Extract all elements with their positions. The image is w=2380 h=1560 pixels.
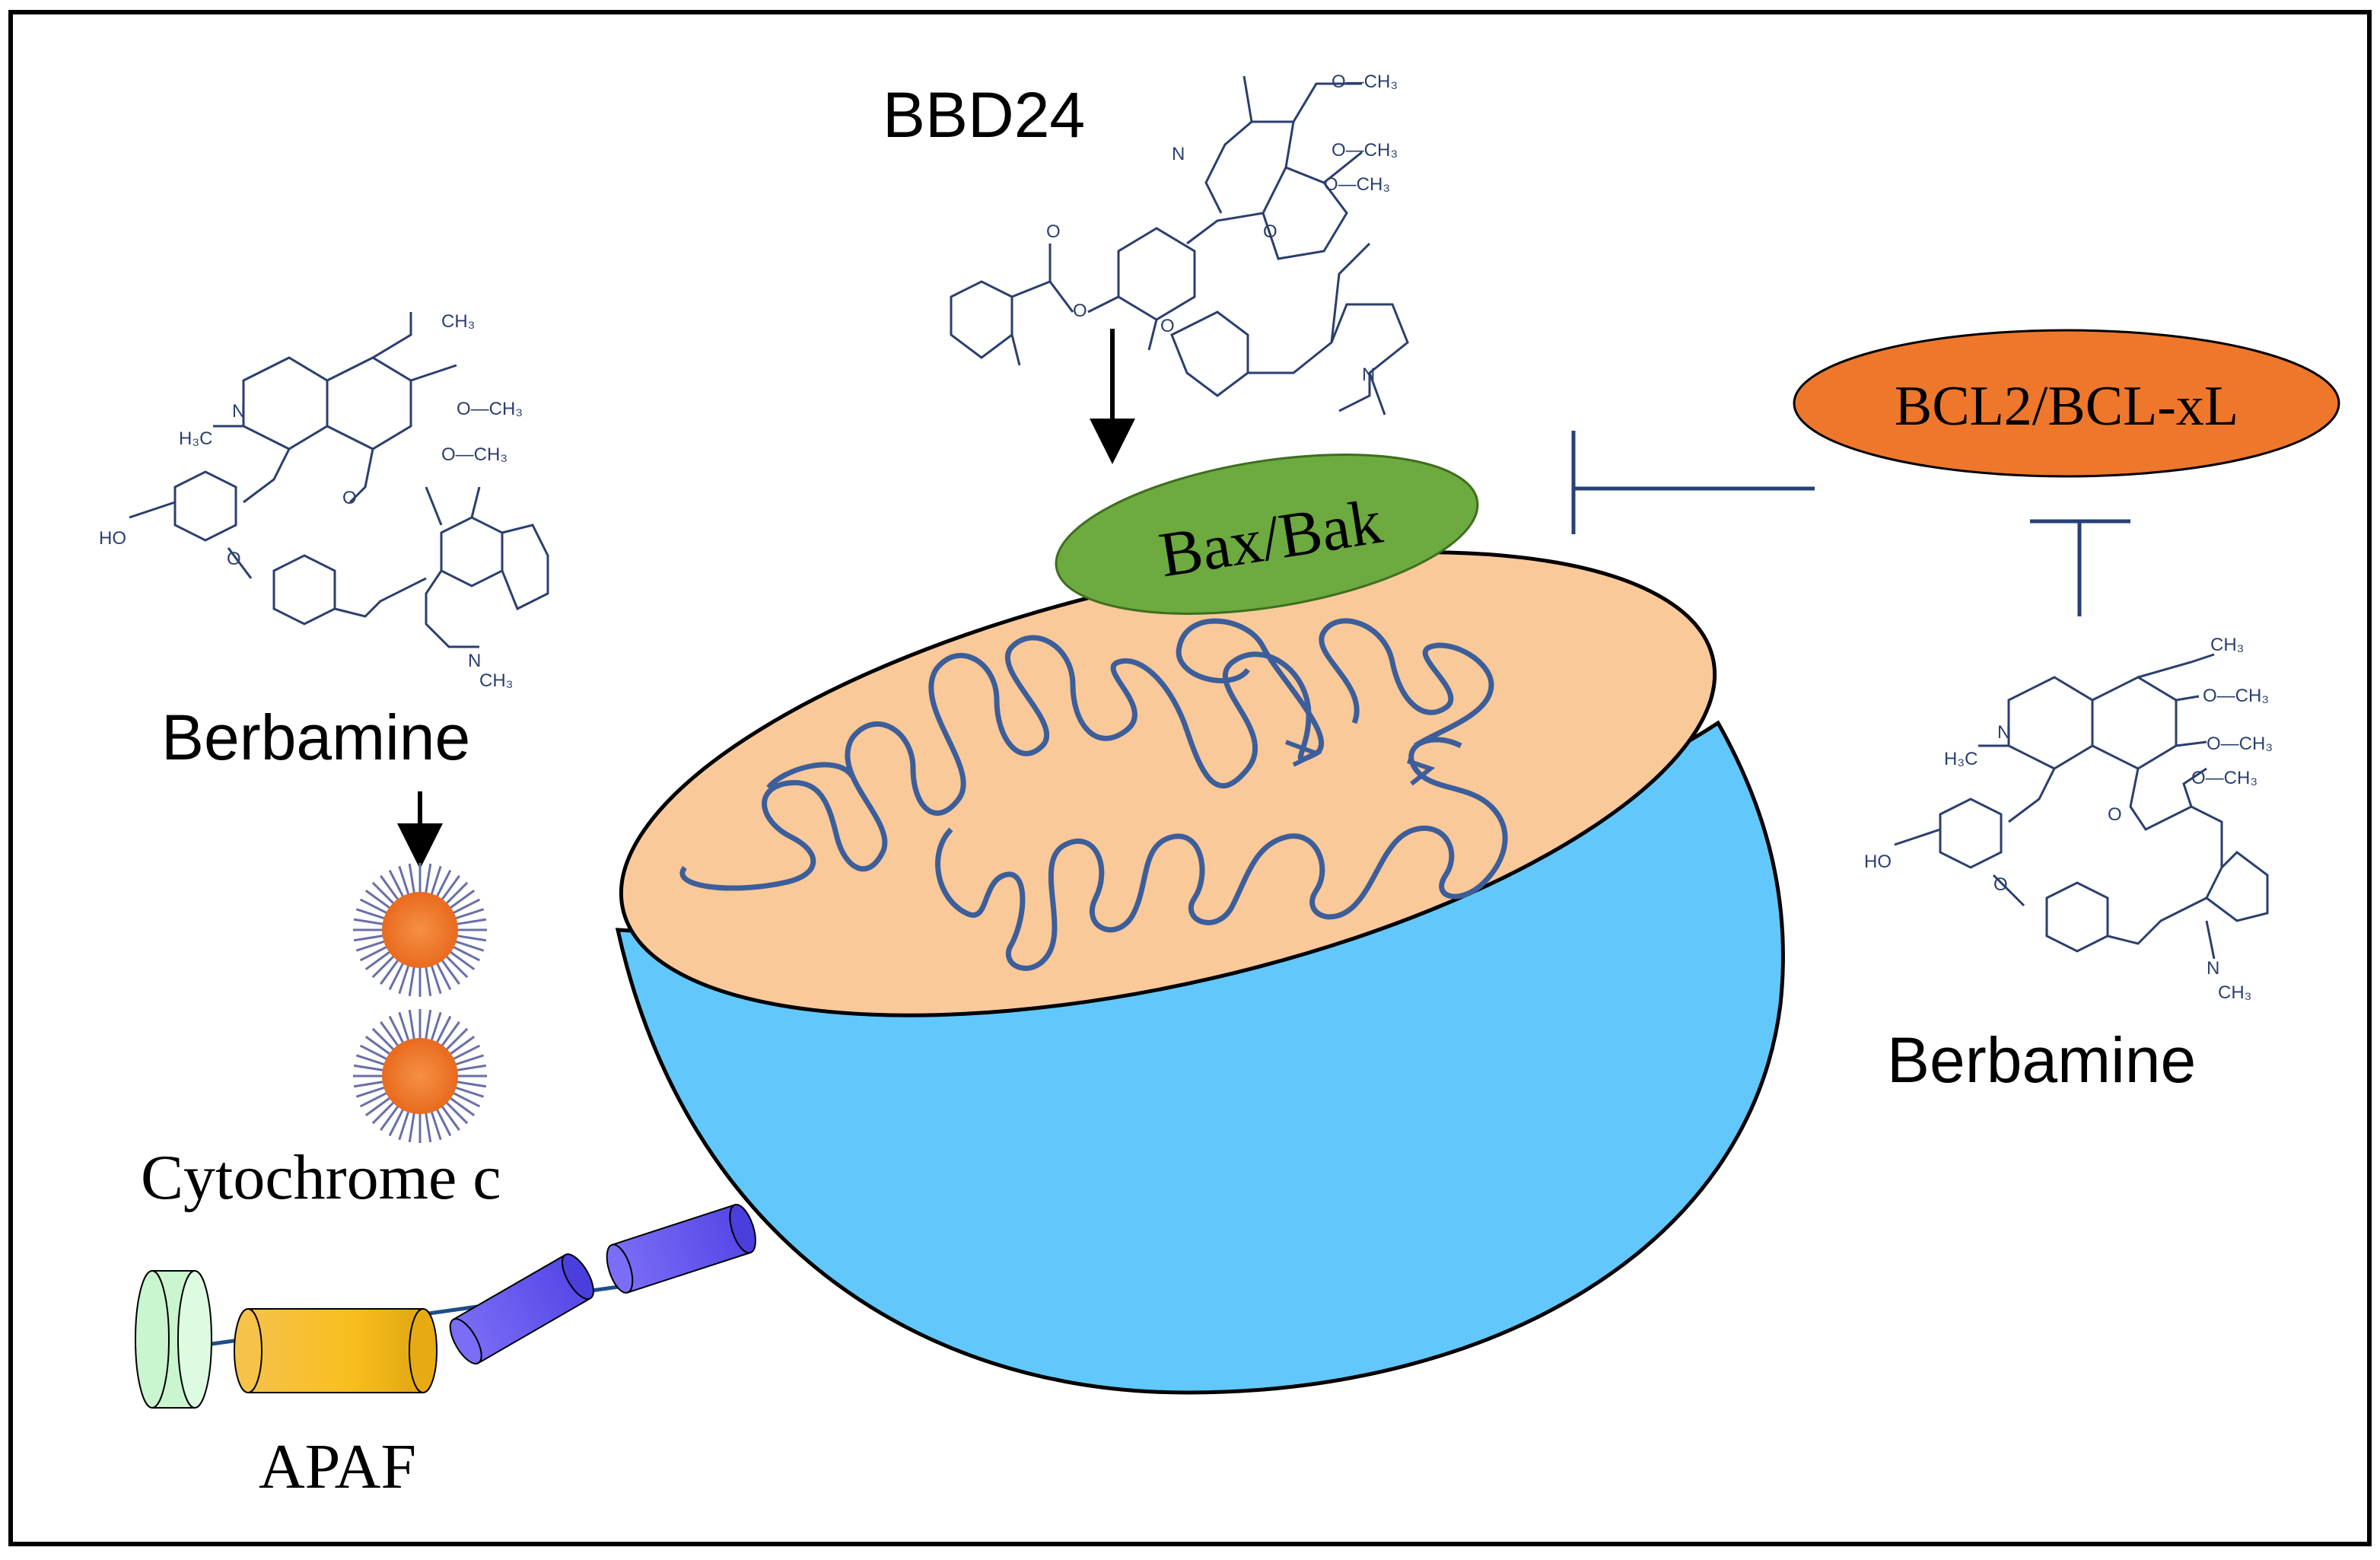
bcl2-ellipse (1793, 329, 2340, 478)
berbamine-left-structure: Berbamine CH₃ O—CH₃ O—CH₃ N H₃C HO O O N… (99, 311, 549, 773)
berbamine-left-n-2: N (468, 651, 481, 671)
berbamine-left-h3c: H₃C (179, 428, 212, 449)
berbamine-left-ch3-2: CH₃ (479, 670, 513, 691)
bbd24-o-4: O (1263, 221, 1278, 242)
bbd24-o-3: O (1160, 316, 1175, 336)
mitochondrion (615, 550, 1785, 1395)
apaf-purple-cylinder-1 (449, 1253, 594, 1365)
berbamine-right-n-1: N (1997, 722, 2010, 743)
berbamine-right-structure: Berbamine CH₃ O—CH₃ O—CH₃ O—CH₃ N H₃C HO… (1864, 635, 2273, 1096)
berbamine-left-label: Berbamine (161, 702, 470, 773)
cytochrome-c-group: Cytochrome c (141, 863, 501, 1213)
berbamine-right-ch3-2: CH₃ (2218, 982, 2251, 1003)
cytochrome-particle-1 (353, 863, 487, 997)
bbd24-och3-3: O—CH₃ (1324, 174, 1390, 195)
apaf-purple-cylinder-2 (606, 1204, 756, 1294)
berbamine-right-ho: HO (1864, 852, 1892, 872)
bbd24-structure: BBD24 O—CH₃ O—CH₃ O—CH₃ N N O O O O (883, 72, 1409, 415)
bbd24-label: BBD24 (883, 79, 1085, 151)
berbamine-right-och3-1: O—CH₃ (2203, 686, 2269, 706)
berbamine-right-h3c: H₃C (1944, 749, 1978, 769)
cytochrome-particle-2 (353, 1009, 487, 1143)
bax-bak-ellipse (1055, 454, 1479, 615)
berbamine-right-o-1: O (2108, 804, 2122, 825)
berbamine-right-ch3-1: CH₃ (2210, 635, 2244, 655)
mitochondrion-cristae-lower (766, 737, 1508, 971)
cytochrome-core (382, 1038, 458, 1114)
bax-bak-protein: Bax/Bak (1055, 454, 1479, 615)
apaf-complex: APAF (135, 1204, 756, 1502)
cytochrome-c-label: Cytochrome c (141, 1142, 501, 1213)
berbamine-left-och3-1: O—CH₃ (457, 399, 523, 419)
apaf-yellow-cylinder (234, 1308, 438, 1393)
cytochrome-core (382, 892, 458, 968)
bbd24-n-2: N (1362, 365, 1375, 385)
berbamine-left-ch3-1: CH₃ (441, 311, 475, 332)
bbd24-och3-1: O—CH₃ (1332, 72, 1398, 92)
cristae-arrow-2 (1407, 759, 1436, 786)
cristae-arrow-1 (1284, 740, 1322, 767)
berbamine-right-label: Berbamine (1887, 1024, 2196, 1096)
apaf-green-disc (135, 1270, 212, 1409)
berbamine-right-och3-2: O—CH₃ (2207, 734, 2273, 754)
berbamine-left-o-1: O (342, 488, 357, 508)
berbamine-left-o-2: O (227, 549, 241, 569)
berbamine-left-och3-2: O—CH₃ (441, 444, 508, 465)
berbamine-right-n-2: N (2207, 958, 2219, 979)
berbamine-left-n-1: N (232, 401, 245, 422)
apaf-label: APAF (259, 1431, 416, 1502)
berbamine-right-o-2: O (1993, 874, 2008, 895)
bbd24-n-1: N (1172, 144, 1185, 164)
bcl2-bclxl-protein: BCL2/BCL-xL (1793, 329, 2340, 478)
bcl2-label: BCL2/BCL-xL (1895, 375, 2238, 438)
inhibition-markers (1571, 431, 2130, 616)
bbd24-och3-2: O—CH₃ (1332, 140, 1398, 161)
berbamine-right-och3-3: O—CH₃ (2191, 768, 2258, 788)
berbamine-left-ho: HO (99, 528, 126, 549)
mitochondrion-cristae (679, 618, 1494, 891)
bbd24-o-2: O (1046, 221, 1061, 242)
bbd24-o-1: O (1073, 301, 1087, 321)
